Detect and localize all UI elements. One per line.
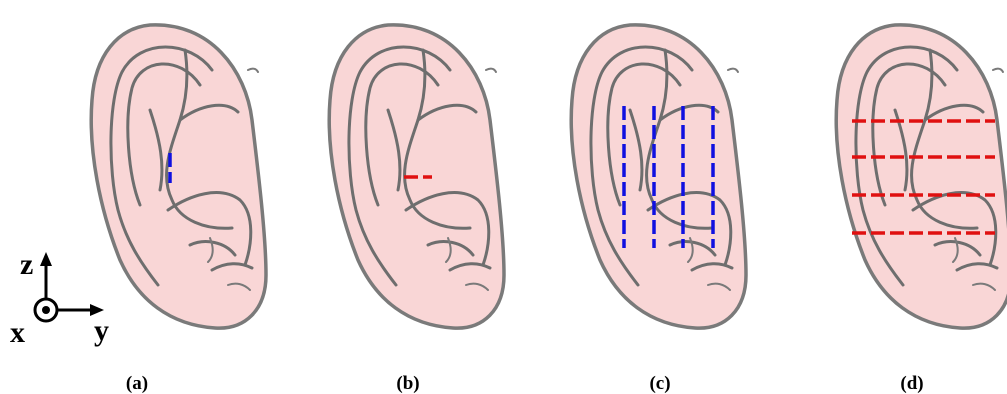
panel-b	[329, 25, 504, 328]
panel-c	[571, 25, 746, 328]
y-axis-label: y	[94, 314, 109, 347]
panel-label-d: (d)	[900, 373, 923, 394]
panel-label-c: (c)	[649, 373, 670, 394]
panel-a	[91, 25, 266, 328]
coordinate-axes: z x y	[10, 248, 109, 349]
z-arrowhead-icon	[40, 252, 52, 266]
panel-label-b: (b)	[396, 373, 419, 394]
panel-d	[836, 25, 1007, 328]
x-axis-label: x	[10, 316, 25, 349]
panel-label-a: (a)	[126, 373, 148, 394]
z-axis-label: z	[20, 248, 33, 281]
